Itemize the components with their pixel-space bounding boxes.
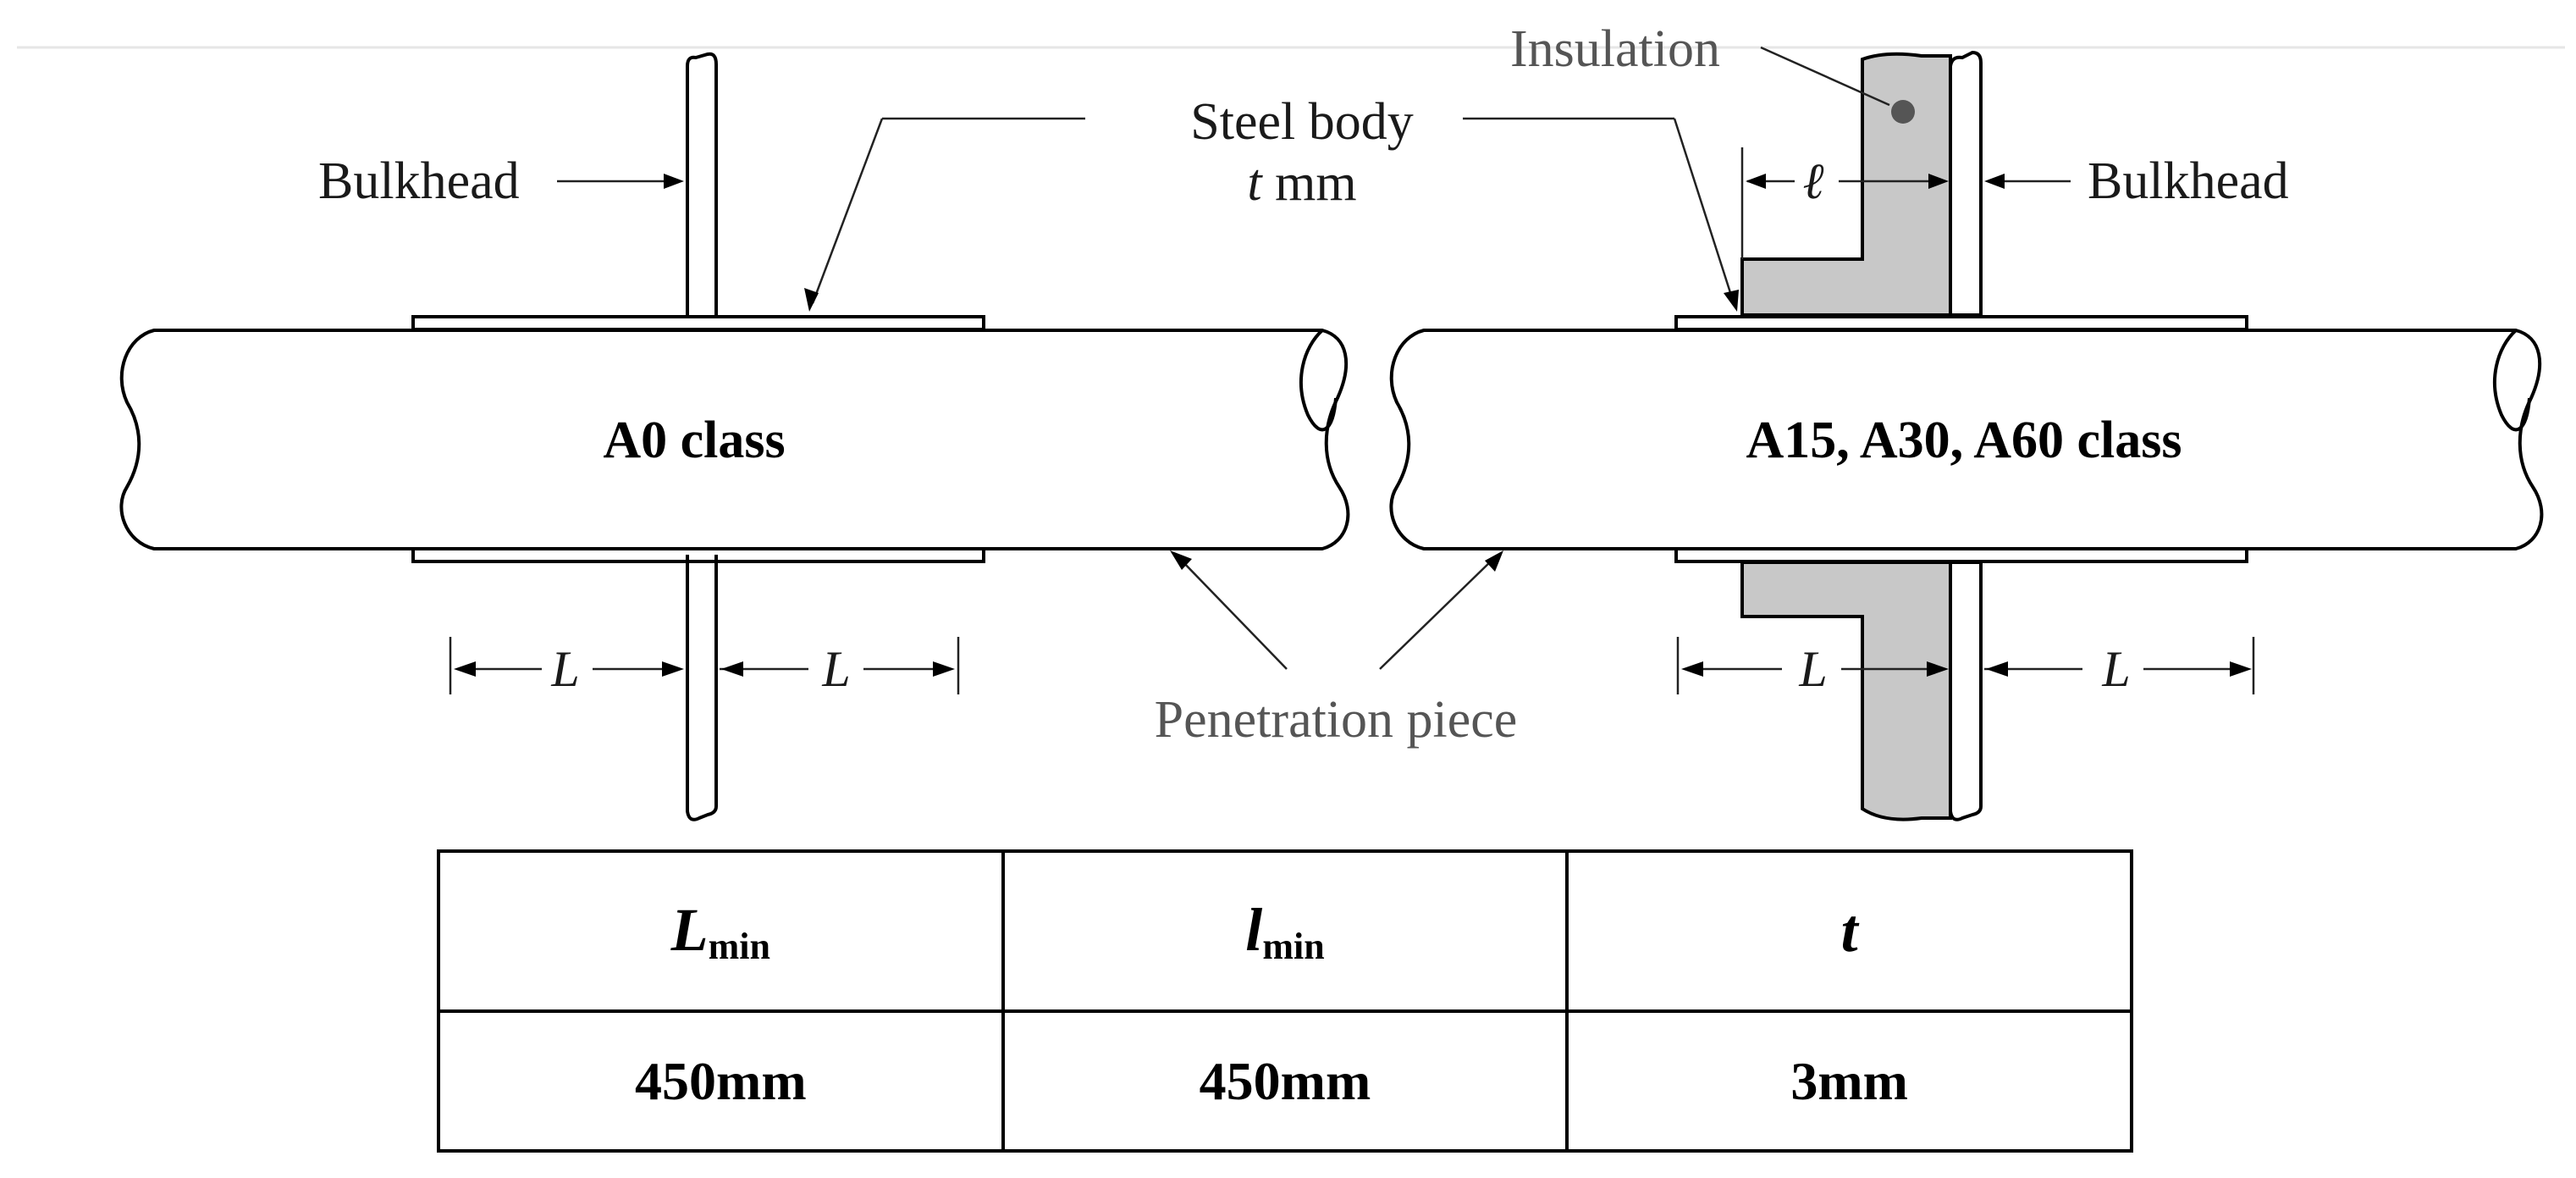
bulkhead-right-label: Bulkhead: [2088, 152, 2289, 210]
spec-table-value-row: 450mm 450mm 3mm: [437, 1009, 2133, 1153]
penetration-sleeve-right-top: [1674, 315, 2248, 331]
pipe-a60-label: A15, A30, A60 class: [1746, 412, 2182, 469]
svg-text:L: L: [2101, 641, 2130, 697]
pipe-a0-end-ellipse: [1299, 329, 1338, 432]
a60-assembly: A15, A30, A60 class Insulation ℓ Bulkhea…: [1389, 20, 2544, 821]
penetration-sleeve-right-bottom: [1674, 547, 2248, 563]
a0-assembly: A0 class Bulkhead L L: [119, 52, 1350, 821]
pipe-a0-label: A0 class: [603, 412, 785, 469]
bulkhead-right-plate-upper: [1949, 50, 1983, 317]
penetration-piece-callout: Penetration piece: [1155, 550, 1518, 749]
svg-text:L: L: [550, 641, 579, 697]
header-l-min: lmin: [1001, 849, 1569, 1014]
insulation-upper: [1740, 52, 1952, 317]
svg-text:L: L: [1798, 641, 1827, 697]
steel-body-thickness-label: t mm: [1247, 154, 1356, 212]
value-L-min: 450mm: [437, 1009, 1005, 1153]
value-t: 3mm: [1565, 1009, 2133, 1153]
spec-table-header-row: Lmin lmin t: [437, 849, 2133, 1014]
dim-left-L-1: L: [449, 637, 684, 697]
penetration-sleeve-left-top: [411, 315, 985, 331]
steel-body-label: Steel body: [1190, 93, 1413, 151]
penetration-piece-label: Penetration piece: [1155, 691, 1518, 749]
bulkhead-left-plate-upper: [686, 52, 718, 315]
insulation-lower: [1740, 561, 1952, 821]
bulkhead-left-label: Bulkhead: [318, 152, 520, 210]
svg-text:L: L: [821, 641, 850, 697]
dim-right-L-2: L: [1984, 637, 2255, 697]
header-t: t: [1565, 849, 2133, 1014]
pipe-a0: [119, 329, 1350, 550]
pipe-a60: [1389, 329, 2544, 550]
insulation-label: Insulation: [1510, 20, 1720, 78]
header-L-min: Lmin: [437, 849, 1005, 1014]
penetration-sleeve-left-bottom: [411, 547, 985, 563]
bulkhead-left-plate-lower: [686, 555, 718, 821]
dim-left-L-2: L: [720, 637, 960, 697]
value-l-min: 450mm: [1001, 1009, 1569, 1153]
pipe-a60-end-ellipse: [2493, 329, 2531, 432]
dim-right-L-1: L: [1676, 637, 1949, 697]
svg-text:ℓ: ℓ: [1803, 153, 1824, 209]
bulkhead-right-plate-lower: [1949, 561, 1983, 821]
insulation-marker: [1891, 100, 1915, 124]
steel-body-callout: Steel body t mm: [804, 93, 1739, 312]
dim-ell: ℓ: [1740, 147, 1949, 259]
spec-table: Lmin lmin t 450mm 450mm 3mm: [437, 849, 2133, 1153]
